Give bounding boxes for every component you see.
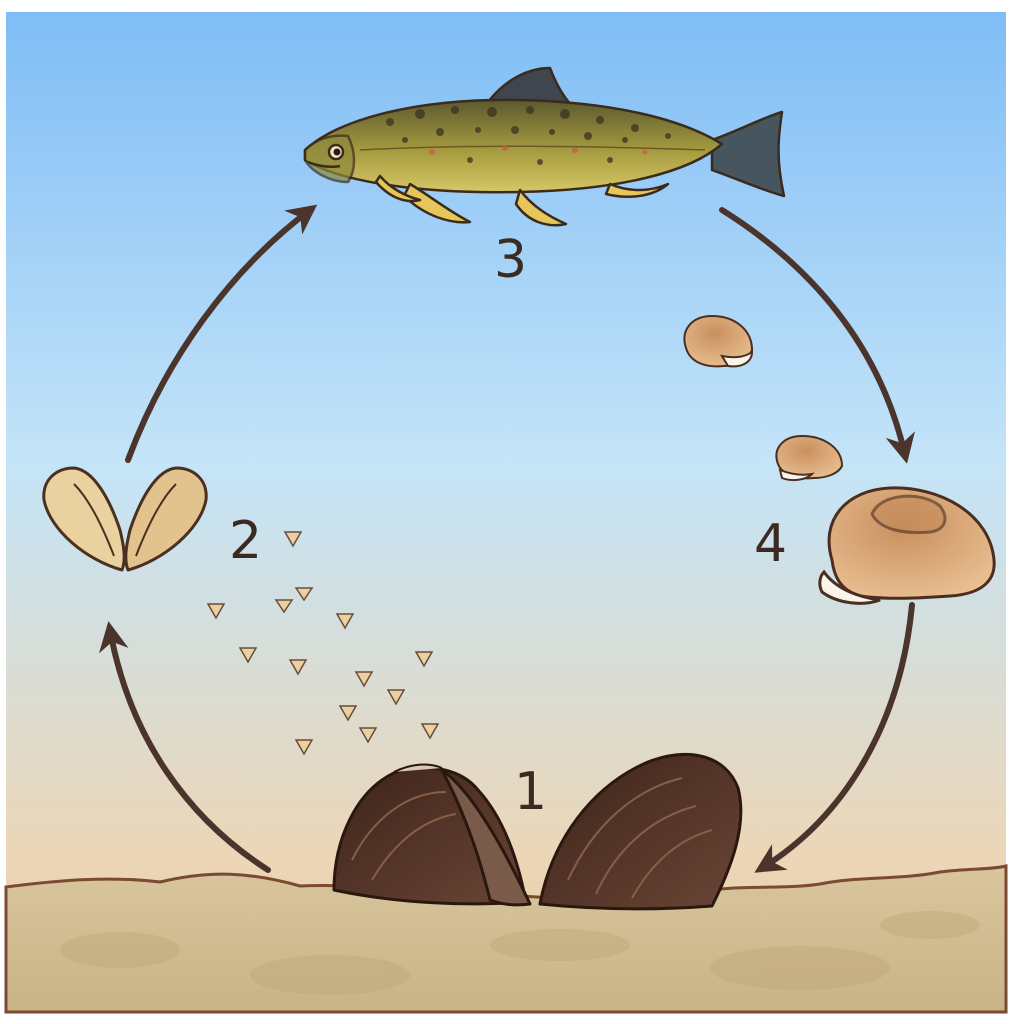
stage-label-3: 3	[494, 234, 527, 286]
stage-label-1: 1	[514, 766, 547, 818]
stage-label-4: 4	[754, 518, 787, 570]
stage-label-2: 2	[229, 515, 262, 567]
